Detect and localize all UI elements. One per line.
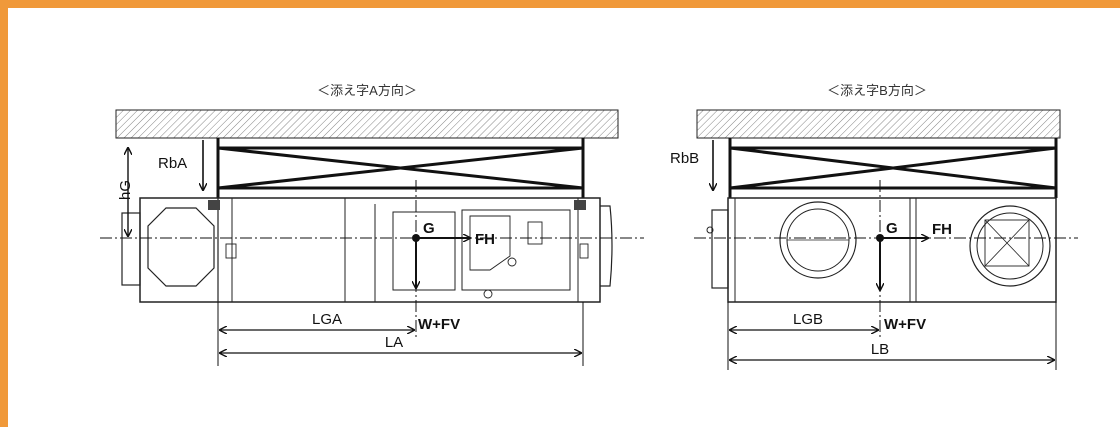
la-label: LA [385,334,403,351]
wfv-label-a: W+FV [418,316,460,333]
hg-label: hG [117,180,134,200]
view-b-title: ＜添え字B方向＞ [827,83,927,98]
lgb-label: LGB [793,311,823,328]
ceiling-slab-a [115,109,619,139]
ceiling-slab-b [696,109,1061,139]
wfv-label-b: W+FV [884,316,926,333]
g-label-a: G [423,220,435,237]
view-a: ＜添え字A方向＞ [100,83,644,366]
lga-label: LGA [312,311,342,328]
fh-label-a: FH [475,231,495,248]
view-a-title: ＜添え字A方向＞ [317,83,417,98]
rba-label: RbA [158,155,187,172]
unit-body-a [121,197,613,303]
g-label-b: G [886,220,898,237]
unit-body-b [706,197,1057,303]
view-b: ＜添え字B方向＞ [670,83,1078,370]
lb-label: LB [871,341,889,358]
hanger-frame-b [728,138,1058,198]
rbb-label: RbB [670,150,699,167]
hanger-frame-a [216,138,585,198]
fh-label-b: FH [932,221,952,238]
